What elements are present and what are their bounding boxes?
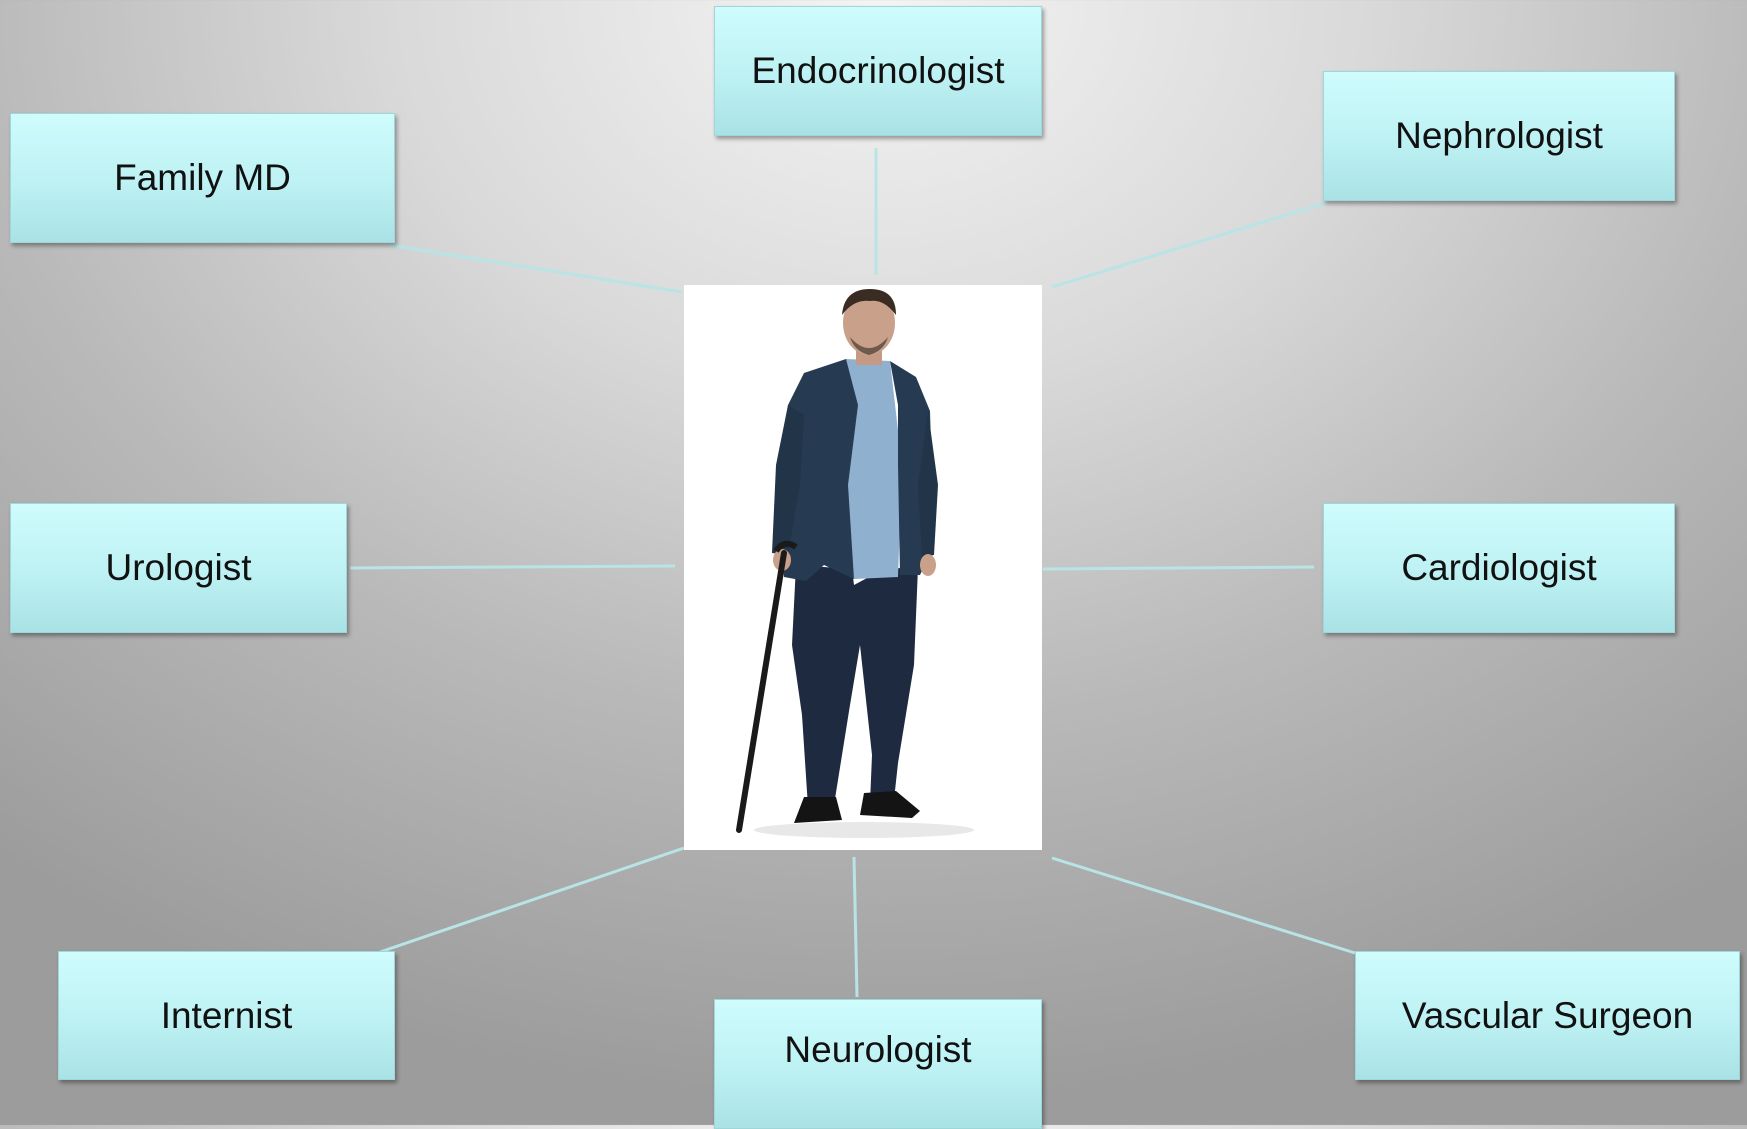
left-shoe	[794, 797, 842, 823]
right-shoe	[860, 791, 920, 818]
connector-cardiologist	[1042, 565, 1315, 571]
jeans	[792, 565, 918, 807]
nephrologist-box: Nephrologist	[1323, 71, 1675, 201]
vascular-surgeon-label: Vascular Surgeon	[1401, 994, 1694, 1036]
connector-vascular-surgeon	[1051, 856, 1356, 955]
cardiologist-label: Cardiologist	[1401, 547, 1597, 588]
beard	[850, 337, 888, 355]
family-md-label: Family MD	[114, 157, 291, 198]
nephrologist-label: Nephrologist	[1395, 115, 1603, 156]
urologist-label: Urologist	[105, 547, 252, 588]
internist-box: Internist	[58, 951, 395, 1080]
connector-family-md	[389, 243, 683, 294]
left-arm	[772, 405, 804, 555]
floor-shadow	[754, 822, 974, 838]
cardiologist-box: Cardiologist	[1323, 503, 1675, 633]
endocrinologist-box: Endocrinologist	[714, 6, 1042, 136]
man-with-cane-photo	[684, 285, 1042, 850]
neurologist-box: Neurologist	[714, 999, 1042, 1129]
cane-handle	[773, 540, 798, 553]
shirt	[846, 359, 902, 579]
internist-label: Internist	[160, 994, 293, 1036]
right-hand	[920, 554, 936, 576]
head	[843, 291, 895, 355]
cane	[736, 550, 787, 833]
endocrinologist-label: Endocrinologist	[751, 50, 1005, 91]
right-arm	[918, 411, 938, 557]
connector-urologist	[349, 564, 676, 570]
neurologist-label: Neurologist	[784, 1029, 972, 1070]
connector-nephrologist	[1051, 201, 1326, 289]
urologist-box: Urologist	[10, 503, 347, 633]
family-md-box: Family MD	[10, 113, 395, 243]
connector-internist	[379, 846, 685, 954]
vascular-surgeon-box: Vascular Surgeon	[1355, 951, 1740, 1080]
hair	[842, 289, 896, 315]
connector-neurologist	[852, 856, 859, 998]
